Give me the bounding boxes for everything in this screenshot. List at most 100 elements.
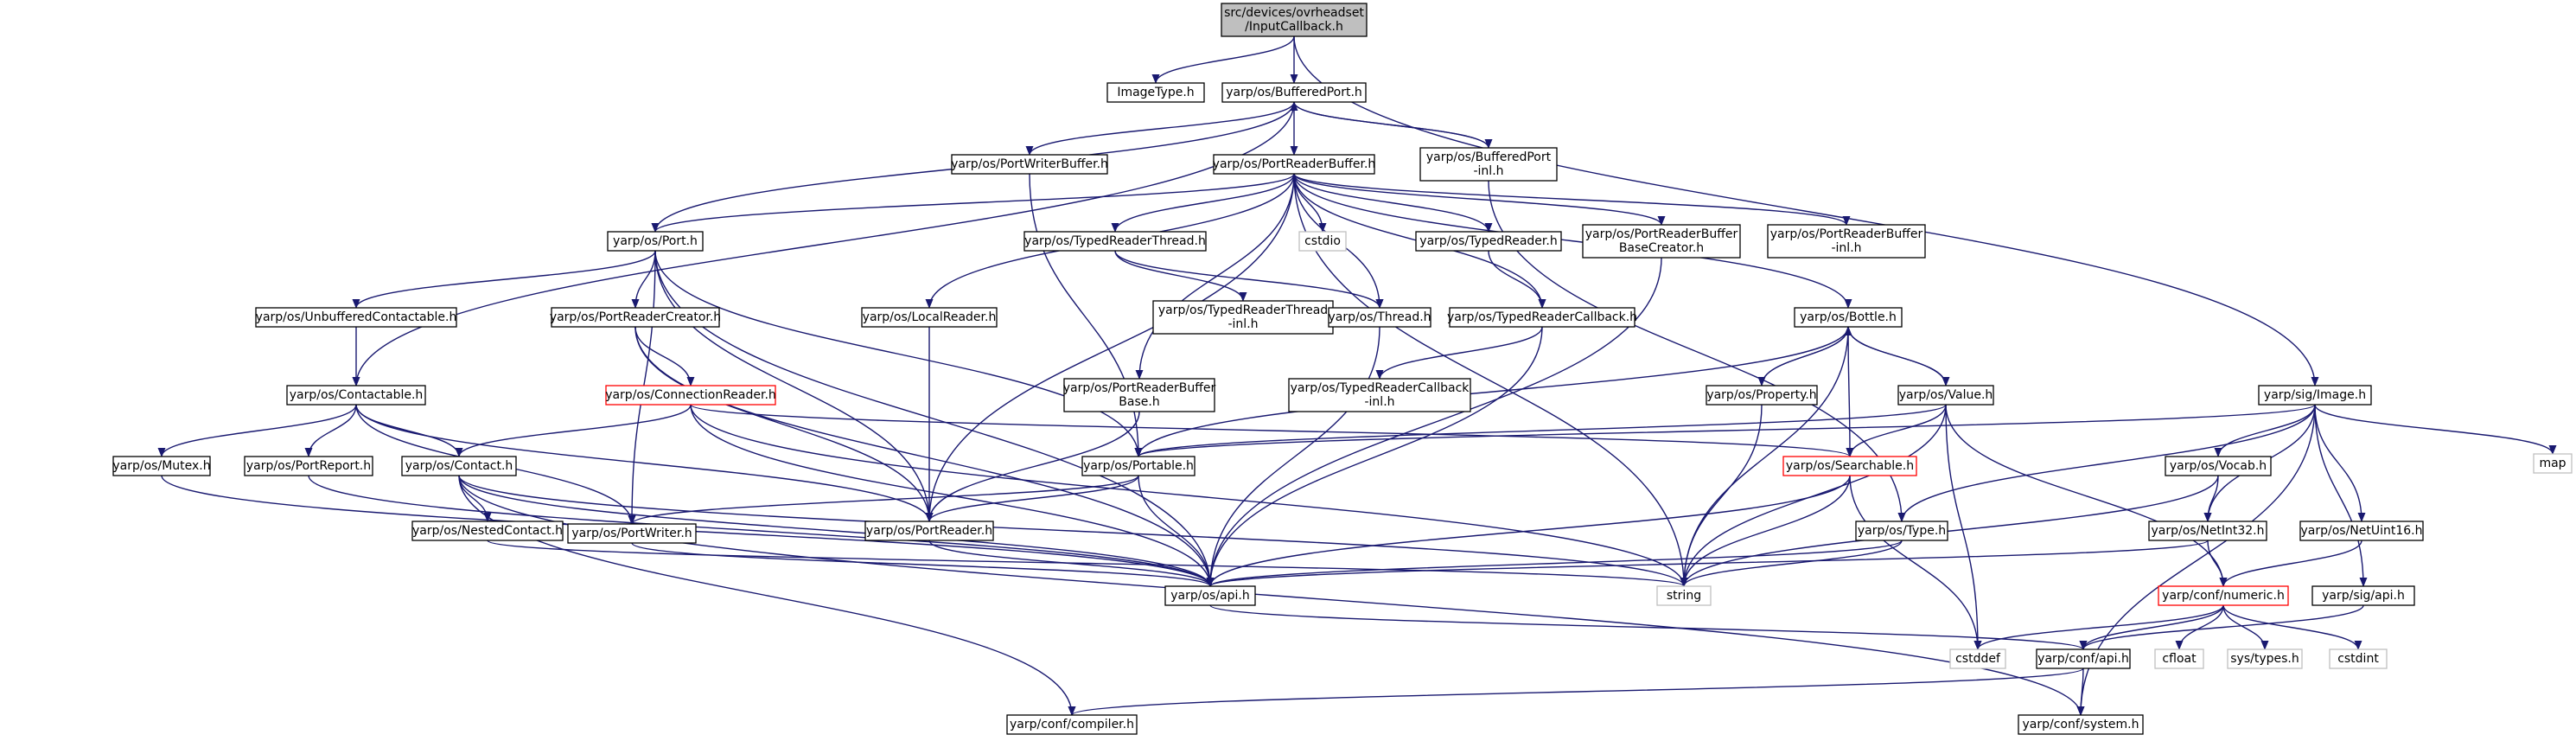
- node-label: yarp/sig/Image.h: [2264, 388, 2366, 402]
- node-contact[interactable]: yarp/os/Contact.h: [401, 456, 517, 476]
- node-label: yarp/os/NetInt32.h: [2151, 524, 2264, 538]
- node-label: map: [2539, 457, 2566, 470]
- include-edge-contact-to-confcompiler: [458, 475, 1076, 716]
- node-localreader[interactable]: yarp/os/LocalReader.h: [861, 307, 998, 328]
- node-label: yarp/os/PortWriter.h: [571, 527, 692, 540]
- node-trc_inl[interactable]: yarp/os/TypedReaderCallback-inl.h: [1288, 378, 1471, 412]
- node-box: [861, 307, 998, 328]
- node-sigimage[interactable]: yarp/sig/Image.h: [2258, 385, 2372, 406]
- include-edge-bottle-to-searchable: [1846, 326, 1854, 457]
- node-box: [1897, 385, 1994, 406]
- node-portreader[interactable]: yarp/os/PortReader.h: [864, 521, 994, 541]
- node-label: cfloat: [2162, 652, 2197, 666]
- include-edge-port-to-portable: [654, 250, 1143, 457]
- node-typedreaderthread[interactable]: yarp/os/TypedReaderThread.h: [1023, 231, 1207, 252]
- node-label: yarp/os/BufferedPort.h: [1226, 86, 1362, 99]
- node-label: cstddef: [1955, 652, 2001, 666]
- node-label: yarp/os/PortReaderBuffer: [1063, 381, 1216, 395]
- include-edge-typedreaderthread-to-typedreaderthread_inl: [1114, 250, 1247, 302]
- node-prb_inl[interactable]: yarp/os/PortReaderBuffer-inl.h: [1767, 224, 1926, 259]
- node-box: [2148, 521, 2267, 541]
- node-bufferedport[interactable]: yarp/os/BufferedPort.h: [1221, 82, 1367, 103]
- include-edge-confapi-to-confsystem: [2076, 668, 2085, 716]
- node-label: yarp/os/Property.h: [1706, 388, 1816, 402]
- node-label: -inl.h: [1831, 241, 1861, 255]
- node-netuint16[interactable]: yarp/os/NetUint16.h: [2299, 521, 2424, 541]
- node-typedreaderthread_inl[interactable]: yarp/os/TypedReaderThread-inl.h: [1152, 300, 1334, 335]
- include-edge-sigimage-to-map: [2314, 404, 2557, 455]
- include-edge-type-to-osapi: [1206, 540, 1903, 587]
- node-thread[interactable]: yarp/os/Thread.h: [1328, 307, 1431, 328]
- include-edge-sigimage-to-vocab: [2214, 404, 2316, 457]
- node-portable[interactable]: yarp/os/Portable.h: [1081, 456, 1196, 476]
- node-label: yarp/conf/system.h: [2023, 718, 2139, 731]
- node-nestedcontact[interactable]: yarp/os/NestedContact.h: [411, 521, 564, 541]
- node-confsystem[interactable]: yarp/conf/system.h: [2018, 714, 2144, 735]
- node-label: yarp/conf/api.h: [2037, 652, 2129, 666]
- node-box: [1656, 585, 1712, 606]
- node-label: yarp/conf/numeric.h: [2162, 589, 2285, 603]
- include-edge-searchable-to-cstddef: [1849, 475, 1982, 650]
- include-edge-sigimage-to-portable: [1134, 404, 2316, 457]
- node-portreadercreator[interactable]: yarp/os/PortReaderCreator.h: [550, 307, 721, 328]
- node-osapi[interactable]: yarp/os/api.h: [1164, 585, 1256, 606]
- node-box: [1063, 378, 1215, 412]
- node-typedreader[interactable]: yarp/os/TypedReader.h: [1415, 231, 1562, 252]
- node-box: [1949, 648, 2006, 669]
- node-label: yarp/os/PortReaderBuffer: [1770, 227, 1923, 241]
- node-type[interactable]: yarp/os/Type.h: [1855, 521, 1948, 541]
- node-unbufferedcontactable[interactable]: yarp/os/UnbufferedContactable.h: [255, 307, 457, 328]
- include-edge-root-to-imagetype: [1151, 35, 1295, 84]
- node-searchable[interactable]: yarp/os/Searchable.h: [1782, 456, 1917, 476]
- node-netint32[interactable]: yarp/os/NetInt32.h: [2148, 521, 2267, 541]
- node-box: [1221, 3, 1368, 37]
- include-edge-portreaderbuffer-to-port: [651, 173, 1295, 233]
- node-confnumeric[interactable]: yarp/conf/numeric.h: [2158, 585, 2289, 606]
- include-edge-portable-to-portwriter: [628, 475, 1139, 525]
- node-portwriter[interactable]: yarp/os/PortWriter.h: [567, 523, 697, 544]
- node-property[interactable]: yarp/os/Property.h: [1706, 385, 1818, 406]
- node-label: -inl.h: [1227, 317, 1258, 331]
- node-label: yarp/os/TypedReaderThread.h: [1024, 234, 1206, 248]
- node-portreport[interactable]: yarp/os/PortReport.h: [244, 456, 373, 476]
- node-label: yarp/conf/compiler.h: [1010, 718, 1134, 731]
- node-value[interactable]: yarp/os/Value.h: [1897, 385, 1994, 406]
- include-edge-connectionreader-to-string: [690, 404, 1688, 587]
- node-bottle[interactable]: yarp/os/Bottle.h: [1794, 307, 1903, 328]
- node-vocab[interactable]: yarp/os/Vocab.h: [2165, 456, 2272, 476]
- node-typedreadercallback[interactable]: yarp/os/TypedReaderCallback.h: [1447, 307, 1637, 328]
- node-label: yarp/sig/api.h: [2322, 589, 2405, 603]
- node-box: [1855, 521, 1948, 541]
- node-cstdio: cstdio: [1298, 231, 1347, 252]
- node-confcompiler[interactable]: yarp/conf/compiler.h: [1006, 714, 1138, 735]
- include-edge-portable-to-portreader: [925, 475, 1139, 522]
- node-label: yarp/os/Contact.h: [405, 459, 513, 473]
- node-layer: src/devices/ovrheadset/InputCallback.hIm…: [112, 3, 2573, 735]
- include-edge-portreaderbuffer-to-string: [1293, 173, 1688, 587]
- node-box: [1164, 585, 1256, 606]
- node-box: [401, 456, 517, 476]
- node-imagetype[interactable]: ImageType.h: [1106, 82, 1205, 103]
- node-mutex[interactable]: yarp/os/Mutex.h: [112, 456, 211, 476]
- include-edge-vocab-to-netint32: [2203, 475, 2219, 522]
- node-portreaderbuffer[interactable]: yarp/os/PortReaderBuffer.h: [1213, 154, 1376, 175]
- node-confapi[interactable]: yarp/conf/api.h: [2036, 648, 2131, 669]
- include-edge-bottle-to-portable: [1134, 326, 1849, 457]
- node-connectionreader[interactable]: yarp/os/ConnectionReader.h: [605, 385, 776, 406]
- node-box: [864, 521, 994, 541]
- include-edge-portreader-to-osapi: [928, 540, 1215, 587]
- include-edge-typedreaderthread-to-thread: [1114, 250, 1384, 309]
- node-contactable[interactable]: yarp/os/Contactable.h: [286, 385, 426, 406]
- node-port[interactable]: yarp/os/Port.h: [607, 231, 704, 252]
- include-edge-typedreadercallback-to-osapi: [1206, 326, 1543, 587]
- node-bufferedport_inl[interactable]: yarp/os/BufferedPort-inl.h: [1419, 147, 1558, 182]
- include-edge-port-to-unbufferedcontactable: [352, 250, 656, 309]
- node-label: yarp/os/Searchable.h: [1786, 459, 1914, 473]
- node-portwriterbuffer[interactable]: yarp/os/PortWriterBuffer.h: [951, 154, 1108, 175]
- include-edge-port-to-portreader: [654, 250, 934, 522]
- include-edge-contactable-to-contact: [355, 404, 463, 457]
- node-sigapi[interactable]: yarp/sig/api.h: [2311, 585, 2415, 606]
- node-box: [1328, 307, 1431, 328]
